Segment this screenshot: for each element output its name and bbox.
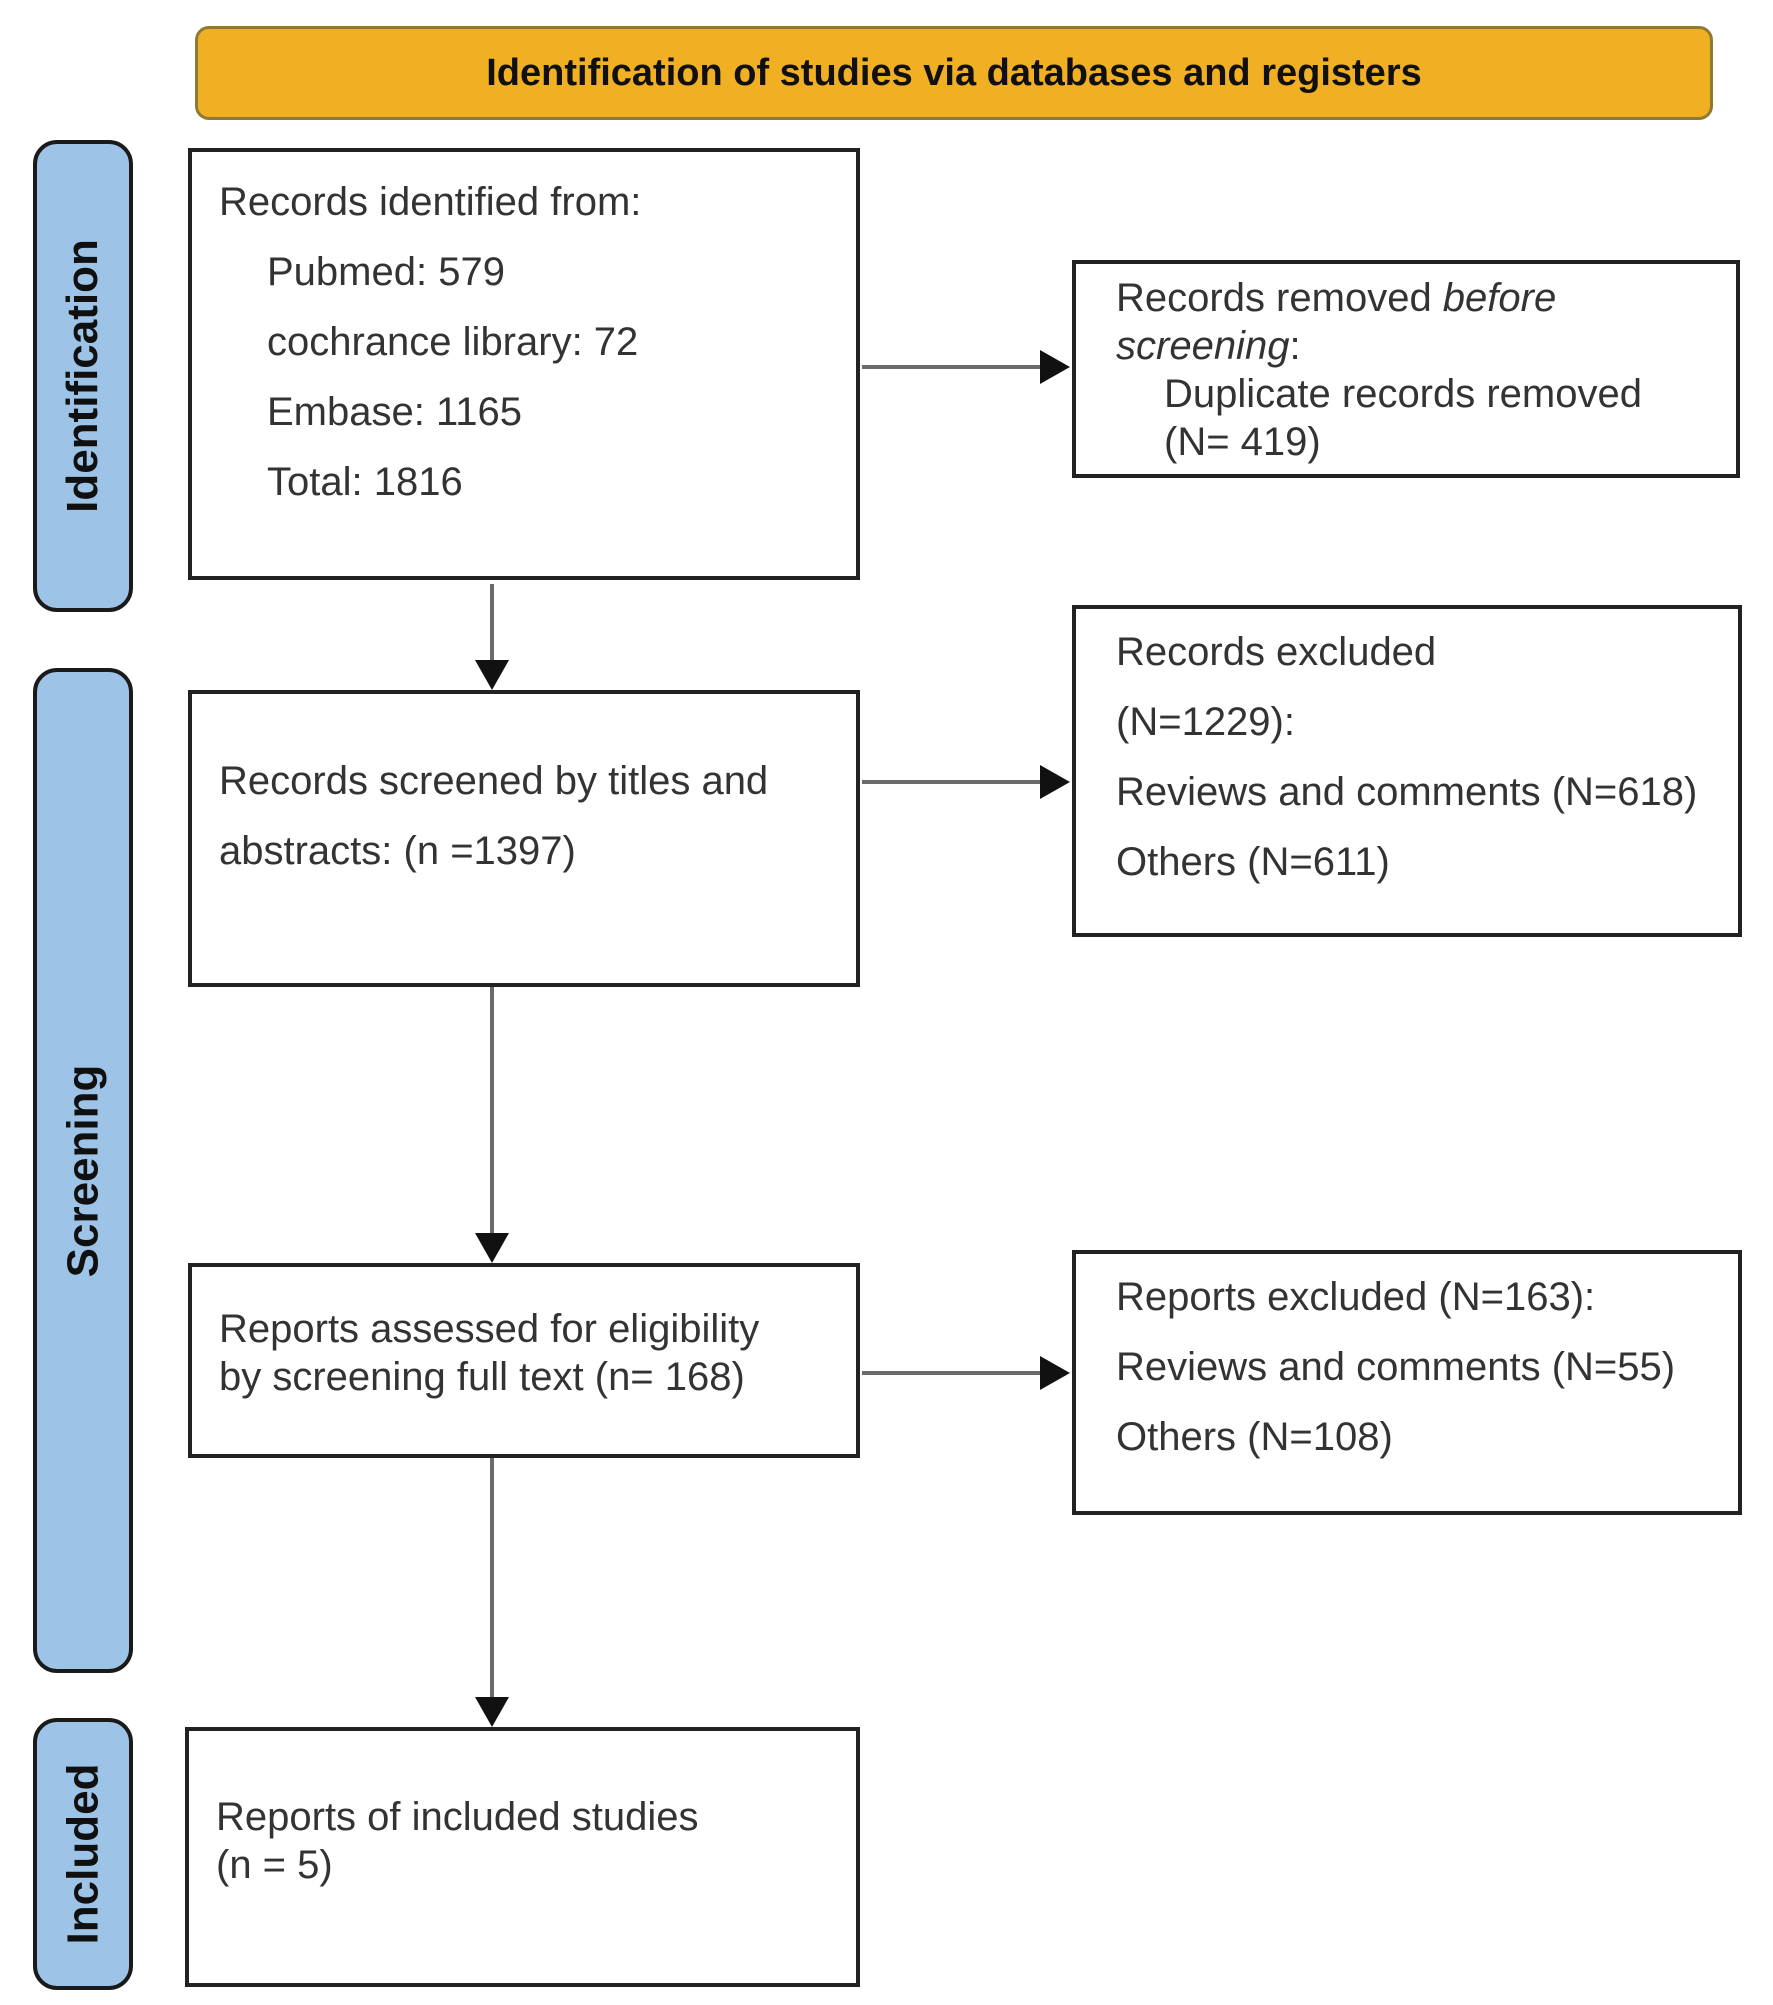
records-identified-item: Total: 1816 — [267, 460, 463, 504]
reports-included-line: (n = 5) — [216, 1843, 333, 1887]
records-removed-tail: : — [1289, 324, 1301, 368]
diagram-title-banner: Identification of studies via databases … — [195, 26, 1713, 120]
reports-assessed-box: Reports assessed for eligibility by scre… — [188, 1263, 860, 1458]
stage-label-screening-text: Screening — [58, 1064, 107, 1277]
stage-label-identification: Identification — [33, 140, 133, 612]
right-arrowhead-icon — [1040, 350, 1070, 384]
arrow-line — [862, 780, 1044, 784]
records-removed-lead: Records removed — [1116, 276, 1443, 320]
records-excluded-line: (N=1229): — [1116, 700, 1295, 744]
arrow-line — [862, 1371, 1044, 1375]
reports-assessed-line: Reports assessed for eligibility — [219, 1307, 760, 1351]
records-removed-emphasis: before screening — [1116, 276, 1557, 368]
stage-label-screening: Screening — [33, 668, 133, 1673]
down-arrowhead-icon — [475, 1697, 509, 1727]
down-arrowhead-icon — [475, 1233, 509, 1263]
arrow-line — [490, 584, 494, 664]
records-identified-item: Pubmed: 579 — [267, 250, 505, 294]
records-excluded-box: Records excluded (N=1229): Reviews and c… — [1072, 605, 1742, 937]
records-removed-item: (N= 419) — [1164, 420, 1321, 464]
records-identified-item: Embase: 1165 — [267, 390, 522, 434]
records-screened-line: Records screened by titles and — [219, 759, 769, 803]
records-screened-box: Records screened by titles and abstracts… — [188, 690, 860, 987]
right-arrowhead-icon — [1040, 1356, 1070, 1390]
records-excluded-line: Reviews and comments (N=618) — [1116, 770, 1698, 814]
stage-label-identification-text: Identification — [58, 239, 107, 513]
arrow-line — [862, 365, 1044, 369]
reports-included-line: Reports of included studies — [216, 1795, 699, 1839]
diagram-title: Identification of studies via databases … — [486, 51, 1422, 94]
arrow-line — [490, 987, 494, 1237]
reports-assessed-line: by screening full text (n= 168) — [219, 1355, 745, 1399]
reports-excluded-line: Others (N=108) — [1116, 1415, 1393, 1459]
records-excluded-line: Others (N=611) — [1116, 840, 1390, 884]
records-removed-box: Records removed before screening: Duplic… — [1072, 260, 1740, 478]
right-arrowhead-icon — [1040, 765, 1070, 799]
reports-excluded-box: Reports excluded (N=163): Reviews and co… — [1072, 1250, 1742, 1515]
reports-included-box: Reports of included studies (n = 5) — [185, 1727, 860, 1987]
records-identified-heading: Records identified from: — [219, 180, 642, 224]
records-identified-box: Records identified from: Pubmed: 579 coc… — [188, 148, 860, 580]
records-identified-item: cochrance library: 72 — [267, 320, 639, 364]
records-removed-heading: Records removed before screening: — [1116, 274, 1661, 370]
records-screened-line: abstracts: (n =1397) — [219, 829, 576, 873]
arrow-line — [490, 1458, 494, 1701]
stage-label-included: Included — [33, 1718, 133, 1990]
records-excluded-line: Records excluded — [1116, 630, 1437, 674]
down-arrowhead-icon — [475, 660, 509, 690]
stage-label-included-text: Included — [58, 1763, 107, 1945]
reports-excluded-line: Reviews and comments (N=55) — [1116, 1345, 1676, 1389]
records-removed-item: Duplicate records removed — [1164, 372, 1642, 416]
reports-excluded-line: Reports excluded (N=163): — [1116, 1275, 1596, 1319]
